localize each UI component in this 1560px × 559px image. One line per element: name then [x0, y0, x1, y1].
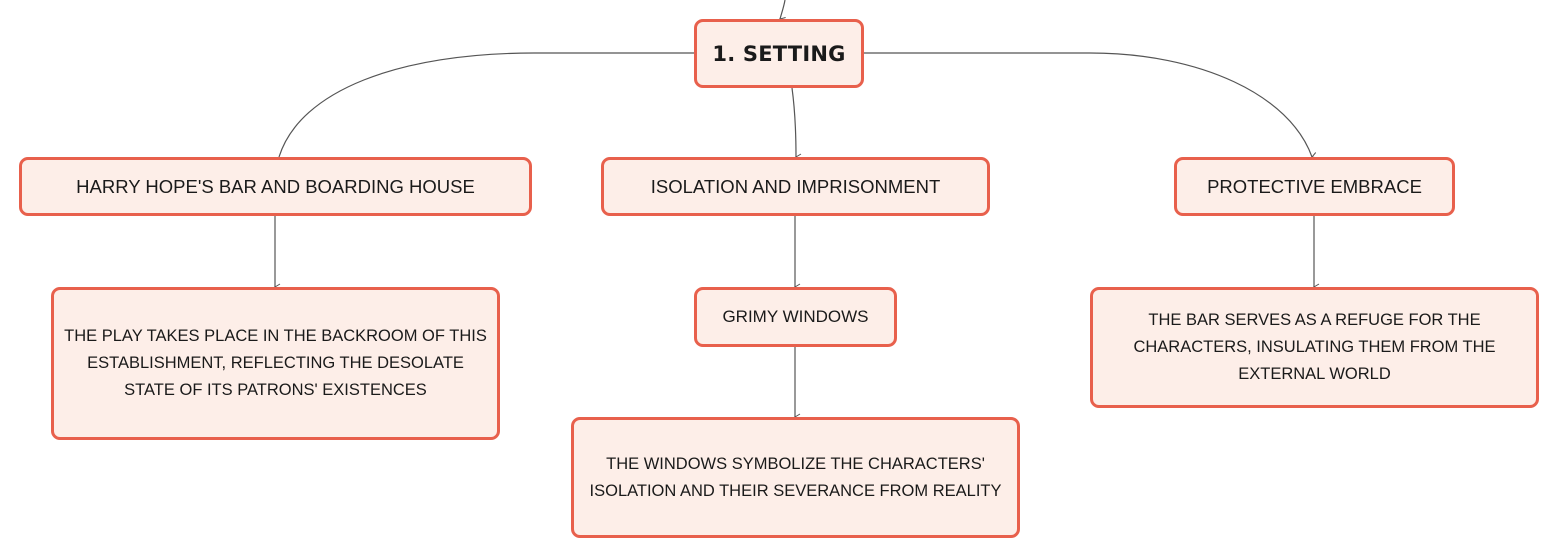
node-grimy-windows[interactable]: GRIMY WINDOWS	[694, 287, 897, 347]
node-windows-description[interactable]: THE WINDOWS SYMBOLIZE THE CHARACTERS' IS…	[571, 417, 1020, 538]
connector-root-to-harry	[278, 52, 694, 158]
node-isolation-and-imprisonment[interactable]: ISOLATION AND IMPRISONMENT	[601, 157, 990, 216]
connector-root-to-isolation	[791, 87, 802, 161]
node-protective-description[interactable]: THE BAR SERVES AS A REFUGE FOR THE CHARA…	[1090, 287, 1539, 408]
root-node-label: 1. SETTING	[712, 41, 846, 66]
node-label: PROTECTIVE EMBRACE	[1207, 175, 1422, 197]
node-label: GRIMY WINDOWS	[722, 307, 869, 326]
node-harry-description[interactable]: THE PLAY TAKES PLACE IN THE BACKROOM OF …	[51, 287, 500, 440]
node-protective-embrace[interactable]: PROTECTIVE EMBRACE	[1174, 157, 1455, 216]
node-text: THE BAR SERVES AS A REFUGE FOR THE CHARA…	[1133, 311, 1496, 383]
incoming-connector	[779, 0, 786, 24]
node-label: ISOLATION AND IMPRISONMENT	[650, 175, 941, 197]
node-harry-hopes-bar[interactable]: HARRY HOPE'S BAR AND BOARDING HOUSE	[19, 157, 532, 216]
node-text: THE WINDOWS SYMBOLIZE THE CHARACTERS' IS…	[589, 454, 1002, 500]
connector-root-to-protective	[864, 52, 1318, 159]
root-node-setting[interactable]: 1. SETTING	[694, 19, 864, 88]
node-text: THE PLAY TAKES PLACE IN THE BACKROOM OF …	[64, 327, 487, 399]
node-label: HARRY HOPE'S BAR AND BOARDING HOUSE	[76, 175, 475, 197]
